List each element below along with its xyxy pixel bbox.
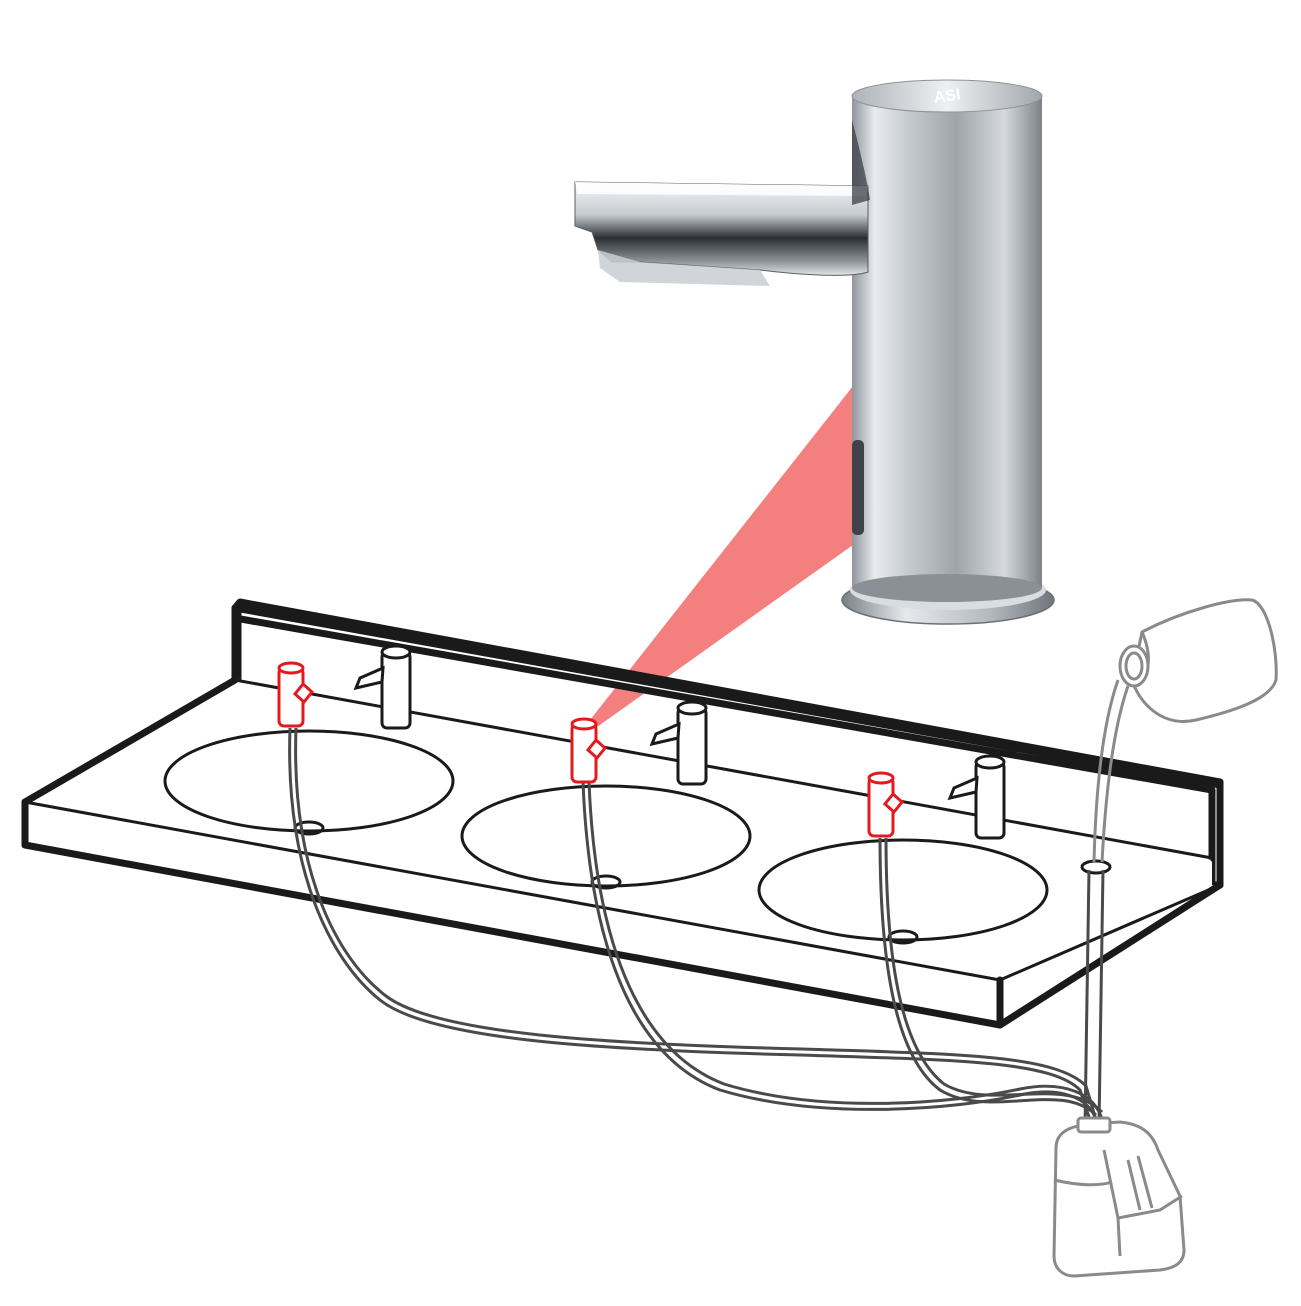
faucet-3 [947,754,1006,840]
faucet-1 [353,644,412,730]
brand-logo: ASI [933,86,962,107]
faucet-body [852,96,1042,588]
reservoir-cap [1076,1116,1112,1134]
supply-tubing [288,727,1105,1126]
soap-dispenser-2 [570,717,608,784]
sensor-window-icon [852,440,864,535]
soap-reservoir [1052,1116,1186,1278]
refill-tube [1083,869,1091,1126]
faucet-2 [649,700,708,786]
faucet-top-cap [851,79,1043,113]
soap-dispenser-3 [867,771,905,838]
vanity-counter [21,598,1224,1029]
counter-dispensers [277,644,1006,840]
basin-2 [460,784,752,888]
refill-jug [1118,598,1278,723]
featured-soap-faucet: ASI [574,79,1055,625]
basins [163,729,1112,945]
basin-3 [757,838,1049,942]
soap-dispenser-1 [277,661,315,728]
tube-2 [581,781,1098,1121]
refill-port [1080,859,1112,875]
basin-1 [163,729,455,833]
tube-3 [878,837,1098,1117]
sensor-beam [590,386,860,727]
pour-stream [1092,679,1130,863]
faucet-spout [574,120,870,286]
tube-1 [288,727,1092,1121]
